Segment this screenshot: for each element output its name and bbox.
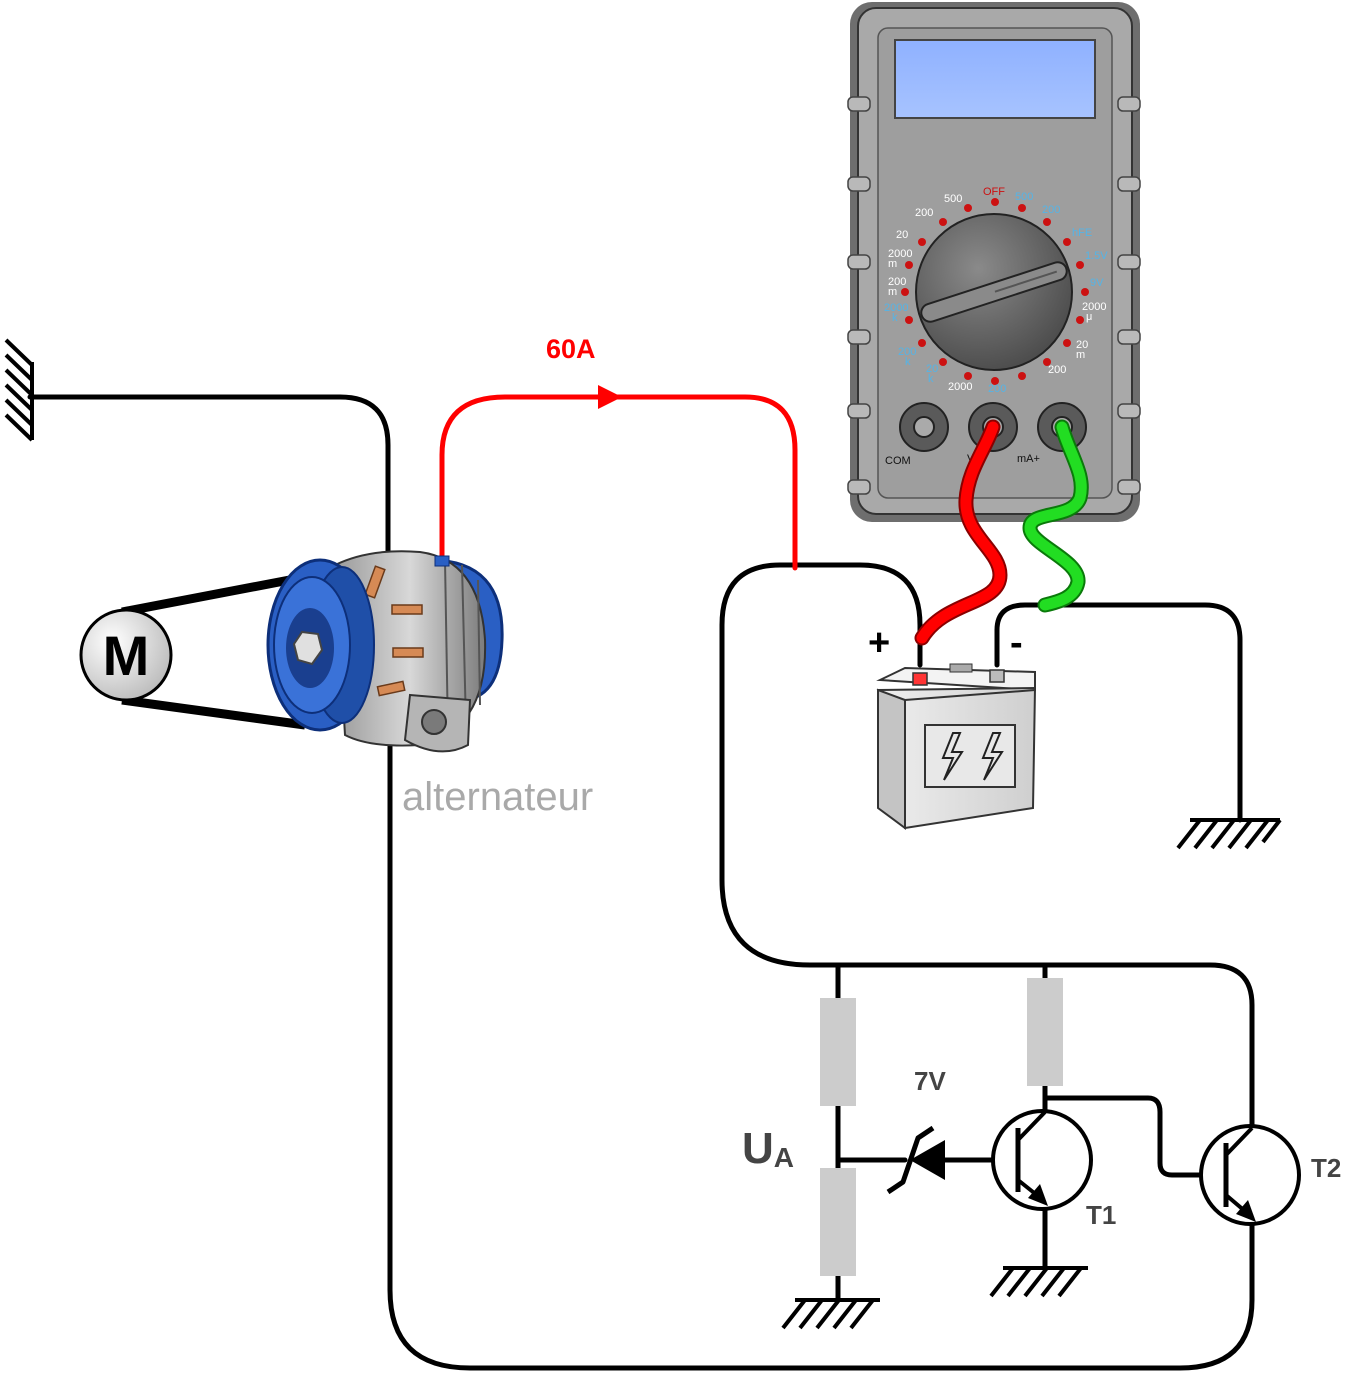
ground-symbol-divider bbox=[781, 1298, 880, 1330]
resistor-upper bbox=[820, 998, 856, 1106]
dial-label-20: 20 bbox=[896, 229, 908, 241]
dial-label-2000-r: 2000 bbox=[948, 381, 972, 393]
multimeter-screen bbox=[894, 39, 1096, 119]
wire-t1-to-t2 bbox=[1042, 1095, 1228, 1178]
motor-circle bbox=[79, 608, 173, 702]
dial-label-200m: 200 bbox=[888, 276, 906, 288]
zener-diode bbox=[886, 1125, 945, 1195]
transistor-t2 bbox=[1199, 1124, 1301, 1226]
resistor-lower bbox=[820, 1168, 856, 1276]
dial-label-200-ac: 200 bbox=[1042, 204, 1060, 216]
motor-label: M bbox=[103, 624, 150, 687]
voltage-ua-label: UA bbox=[742, 1124, 794, 1173]
dial-label-2000u: 2000 bbox=[1082, 301, 1106, 313]
wire-battery-plus-loop bbox=[719, 562, 1255, 1138]
dial-label-20k: 20 bbox=[926, 363, 938, 375]
port-label-com: COM bbox=[885, 455, 911, 467]
voltage-ua-subscript: A bbox=[774, 1142, 794, 1173]
transistor-t1 bbox=[991, 1109, 1093, 1211]
dial-label-20k-unit: k bbox=[928, 373, 934, 385]
dial-label-20m-unit: m bbox=[1076, 349, 1085, 361]
dial-label-9v: 9V bbox=[1090, 277, 1104, 289]
dial-label-200k-unit: k bbox=[905, 356, 911, 368]
current-label: 60A bbox=[546, 334, 596, 364]
dial-label-20m: 20 bbox=[1076, 339, 1088, 351]
dial-label-200-v: 200 bbox=[915, 207, 933, 219]
battery bbox=[876, 663, 1037, 830]
alternator bbox=[266, 550, 504, 753]
dial-label-200m-unit: m bbox=[888, 286, 897, 298]
t2-label: T2 bbox=[1311, 1153, 1341, 1183]
wire-current-60a bbox=[439, 394, 798, 571]
dial-label-200-r: 200 bbox=[988, 383, 1006, 395]
dial-label-2000m: 2000 bbox=[888, 248, 912, 260]
wire-ground-to-alternator bbox=[27, 394, 391, 563]
multimeter-knob-pointer bbox=[920, 261, 1068, 323]
wire-battery-minus-ground bbox=[994, 602, 1243, 823]
port-com bbox=[899, 402, 949, 452]
wire-alternator-return bbox=[387, 732, 1255, 1371]
port-label-ma: mA+ bbox=[1017, 453, 1040, 465]
resistor-collector bbox=[1027, 978, 1063, 1086]
zener-label: 7V bbox=[914, 1066, 946, 1096]
dial-label-2000k-unit: k bbox=[892, 312, 898, 324]
alternator-label: alternateur bbox=[402, 775, 593, 819]
dial-label-2000u-unit: μ bbox=[1086, 311, 1092, 323]
dial-label-2000m-unit: m bbox=[888, 258, 897, 270]
wires bbox=[27, 385, 1255, 1371]
t1-label: T1 bbox=[1086, 1200, 1116, 1230]
dial-label-200-a: 200 bbox=[1048, 364, 1066, 376]
battery-plus-label: + bbox=[868, 622, 890, 664]
dial-label-hfe: hFE bbox=[1072, 227, 1092, 239]
dial-label-500-v: 500 bbox=[944, 193, 962, 205]
wall-ground-symbol bbox=[4, 338, 34, 442]
multimeter: OFF 500 500 200 200 20 hFE 2000 m 1.5V 2… bbox=[847, 2, 1141, 522]
dial-label-1-5v: 1.5V bbox=[1085, 250, 1108, 262]
current-direction-arrow bbox=[598, 385, 622, 409]
dial-label-2000k: 2000 bbox=[884, 302, 908, 314]
dial-label-off: OFF bbox=[983, 186, 1005, 198]
ground-symbol-battery bbox=[1176, 818, 1282, 850]
voltage-ua-main: U bbox=[742, 1124, 774, 1173]
belt bbox=[121, 573, 306, 730]
battery-minus-label: - bbox=[1010, 622, 1023, 664]
dial-label-500-ac: 500 bbox=[1015, 191, 1033, 203]
dial-label-200k: 200 bbox=[898, 346, 916, 358]
ground-symbol-t1 bbox=[989, 1266, 1088, 1298]
motor bbox=[79, 608, 173, 702]
